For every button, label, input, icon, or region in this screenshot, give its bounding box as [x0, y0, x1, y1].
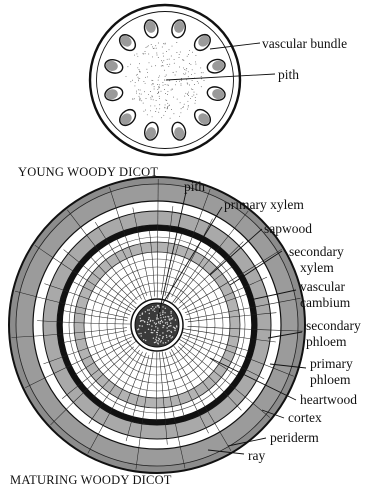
secondary-phloem-label-line2: phloem [306, 334, 347, 349]
periderm-label: periderm [270, 430, 319, 445]
mature-pith-label: pith [184, 179, 205, 194]
young-pith-label: pith [278, 67, 299, 82]
secondary-xylem-label-line1: secondary [289, 244, 344, 259]
sapwood-label: sapwood [264, 221, 312, 236]
secondary-xylem-label-line2: xylem [300, 260, 334, 275]
primary-xylem-label: primary xylem [224, 197, 304, 212]
cortex-label: cortex [288, 410, 322, 425]
vascular-cambium-label-line2: cambium [300, 295, 351, 310]
young-dicot-caption: YOUNG WOODY DICOT [18, 165, 158, 179]
vascular-bundle-label: vascular bundle [262, 36, 347, 51]
secondary-phloem-label-line1: secondary [306, 318, 361, 333]
primary-phloem-label-line1: primary [310, 356, 353, 371]
primary-phloem-label-line2: phloem [310, 372, 351, 387]
young-dicot-diagram [90, 5, 240, 155]
maturing-dicot-diagram [9, 177, 305, 473]
heartwood-label: heartwood [300, 392, 357, 407]
vascular-cambium-label-line1: vascular [300, 279, 345, 294]
ray-label: ray [248, 448, 265, 463]
maturing-dicot-caption: MATURING WOODY DICOT [10, 473, 172, 487]
